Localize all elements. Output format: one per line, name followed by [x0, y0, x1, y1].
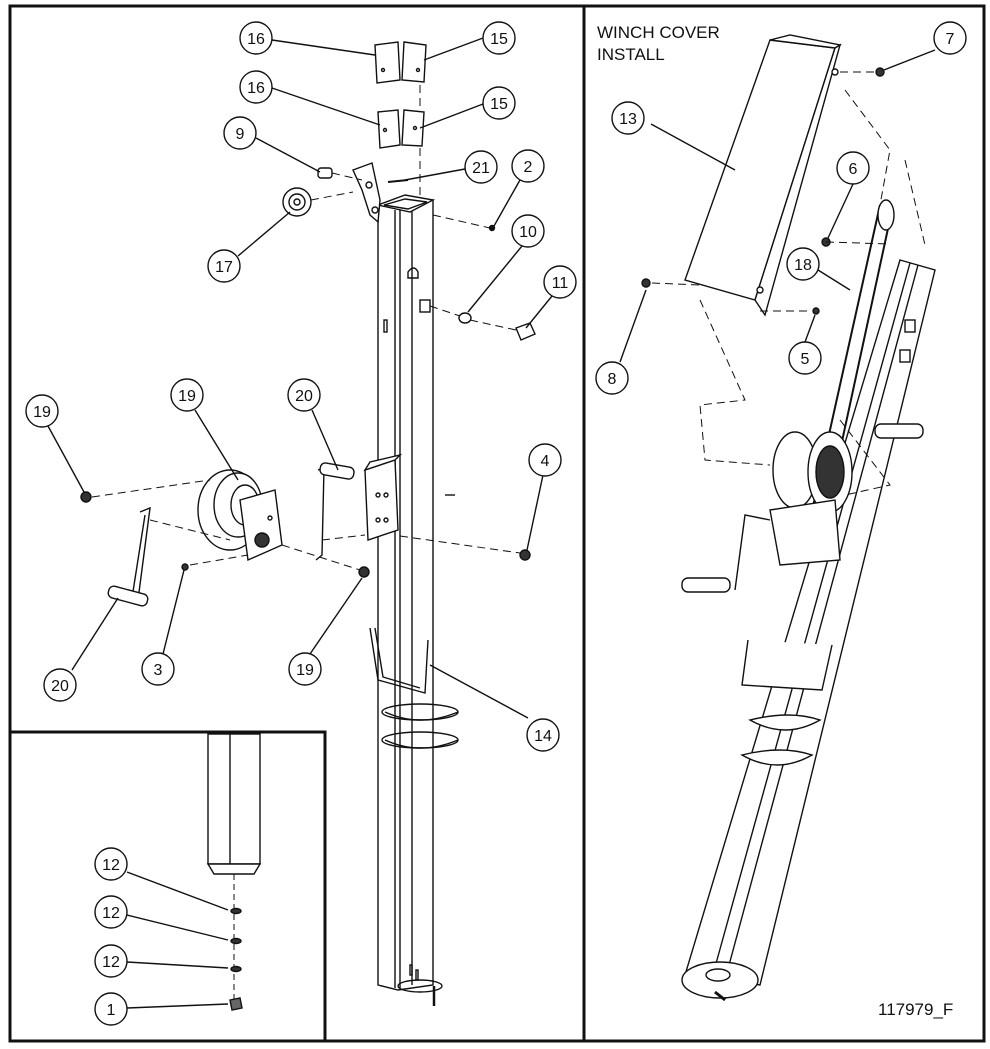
callout-20: 20: [51, 678, 69, 695]
callout-bubble: [511, 214, 545, 248]
callout-bubble: [25, 394, 59, 428]
callout-9: 9: [236, 126, 245, 143]
callout-12: 12: [102, 954, 120, 971]
callout-bubble: [836, 151, 870, 185]
callout-bubble: [288, 652, 322, 686]
callout-bubble: [788, 341, 822, 375]
callout-bubble: [482, 21, 516, 55]
callout-bubble: [239, 21, 273, 55]
callout-16: 16: [247, 80, 265, 97]
callout-19: 19: [296, 662, 314, 679]
callout-8: 8: [608, 371, 617, 388]
callout-bubble: [511, 149, 545, 183]
callout-bubble: [482, 86, 516, 120]
callout-bubble: [94, 847, 128, 881]
assembly-lines-left: [91, 85, 521, 571]
top-bracket-parts: [282, 41, 536, 341]
callout-bubble: [94, 992, 128, 1026]
callout-13: 13: [619, 111, 637, 128]
callout-bubble: [595, 361, 629, 395]
callout-bubble: [287, 378, 321, 412]
panel-title-line1: WINCH COVER: [597, 23, 720, 42]
callout-bubble: [786, 247, 820, 281]
callout-bubble: [170, 378, 204, 412]
callout-11: 11: [552, 275, 569, 292]
callout-4: 4: [541, 453, 550, 470]
callout-bubble: [528, 443, 562, 477]
callout-21: 21: [472, 160, 490, 177]
mast-post: [363, 194, 459, 1006]
callout-bubble: [94, 895, 128, 929]
callout-1: 1: [107, 1002, 116, 1019]
callout-6: 6: [849, 161, 858, 178]
panel-title-line2: INSTALL: [597, 45, 665, 64]
callout-16: 16: [247, 31, 265, 48]
callout-15: 15: [490, 31, 508, 48]
callout-17: 17: [215, 259, 233, 276]
callout-2: 2: [524, 159, 533, 176]
callout-15: 15: [490, 96, 508, 113]
drawing-number: 117979_F: [878, 1000, 953, 1019]
callout-bubble: [933, 21, 967, 55]
callout-bubble: [464, 150, 498, 184]
callout-12: 12: [102, 857, 120, 874]
callout-bubble: [207, 249, 241, 283]
inset-panel-frame: [8, 730, 327, 1043]
callout-12: 12: [102, 905, 120, 922]
mast-post-angled: [641, 34, 936, 1002]
callout-numbers: 16 15 16 15 9 21 2 17 10 11 19 19 20 4 3…: [33, 31, 954, 1019]
callout-19: 19: [178, 388, 196, 405]
drawing-frames: [8, 4, 986, 1043]
callout-18: 18: [794, 257, 812, 274]
callout-bubble: [543, 265, 577, 299]
callout-bubble: [223, 116, 257, 150]
callout-bubble: [526, 718, 560, 752]
assembly-lines-right: [651, 71, 926, 496]
callout-7: 7: [946, 31, 955, 48]
callout-14: 14: [534, 728, 552, 745]
callout-20: 20: [295, 388, 313, 405]
callout-bubble: [239, 70, 273, 104]
winch-assembly-left: [80, 462, 531, 607]
inset-post-bottom: [206, 733, 262, 1011]
callout-3: 3: [154, 662, 163, 679]
callout-5: 5: [801, 351, 810, 368]
callout-bubble: [611, 101, 645, 135]
right-panel-frame: [582, 4, 986, 1043]
left-panel-frame: [8, 4, 586, 1043]
callouts: [25, 21, 967, 1026]
leader-lines: [47, 37, 936, 1009]
callout-bubble: [141, 652, 175, 686]
callout-bubble: [94, 944, 128, 978]
callout-10: 10: [519, 224, 537, 241]
callout-bubble: [43, 668, 77, 702]
callout-19: 19: [33, 404, 51, 421]
